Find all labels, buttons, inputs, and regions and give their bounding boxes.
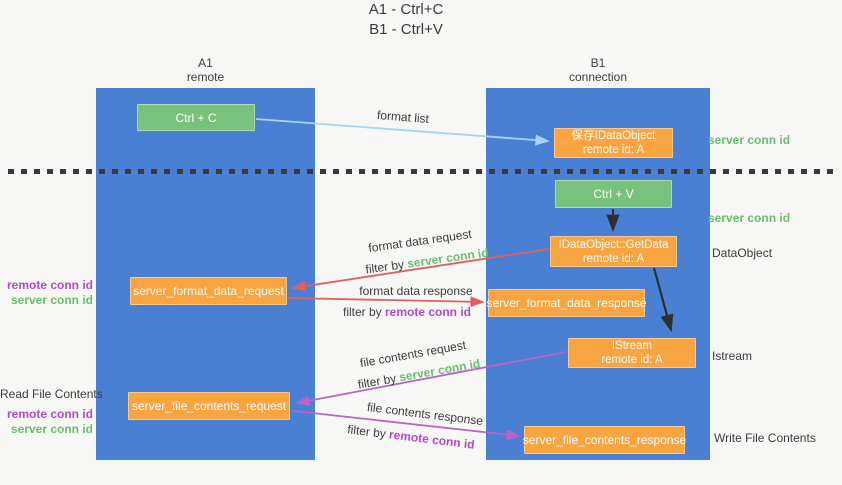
label-format-data-response: format data response — [359, 284, 473, 298]
node-server-format-data-request-label: server_format_data_request — [133, 284, 284, 298]
column-a1-subtitle: remote — [186, 70, 225, 84]
column-b1-subtitle: connection — [568, 70, 628, 84]
filter-by-text: filter by — [364, 256, 409, 277]
diagram-title: A1 - Ctrl+C B1 - Ctrl+V — [0, 0, 812, 40]
column-b1-name: B1 — [590, 56, 606, 70]
node-getdata: IDataObject::GetData remote id: A — [550, 236, 677, 267]
phase-divider-dotted-line — [8, 169, 836, 174]
left-server-conn-id-1: server conn id — [10, 293, 93, 307]
node-server-format-data-request: server_format_data_request — [130, 277, 287, 305]
right-server-conn-id-mid: server conn id — [708, 211, 791, 225]
right-dataobject-label: DataObject — [712, 246, 773, 260]
node-server-format-data-response: server_format_data_response — [486, 289, 647, 317]
node-istream-line1: IStream — [611, 340, 653, 352]
title-line-2: B1 - Ctrl+V — [369, 21, 443, 38]
node-server-file-contents-request-label: server_file_contents_request — [131, 399, 287, 413]
node-server-file-contents-response-label: server_file_contents_response — [522, 433, 687, 447]
remote-conn-id-text: remote conn id — [385, 305, 472, 319]
label-format-list: format list — [376, 107, 430, 127]
column-header-a1: A1 remote — [96, 56, 315, 84]
right-write-file-contents: Write File Contents — [714, 431, 816, 445]
node-save-dataobject: 保存IDataObject remote id: A — [554, 128, 673, 158]
format-data-response-arrow — [287, 296, 485, 308]
left-remote-conn-id-2: remote conn id — [6, 407, 93, 421]
right-server-conn-id-top: server conn id — [708, 133, 791, 147]
node-ctrl-c-label: Ctrl + C — [175, 110, 217, 125]
column-header-b1: B1 connection — [486, 56, 710, 84]
node-ctrl-v-label: Ctrl + V — [593, 187, 634, 201]
label-file-contents-response: file contents response — [366, 399, 484, 429]
left-read-file-contents: Read File Contents — [0, 387, 103, 401]
server-conn-id-text: server conn id — [406, 245, 490, 271]
node-istream: IStream remote id: A — [568, 338, 696, 368]
left-conn-id-labels-file: remote conn id server conn id — [0, 407, 93, 437]
remote-conn-id-text: remote conn id — [388, 427, 476, 452]
label-filter-by-remote-conn-id-1: filter by remote conn id — [343, 305, 471, 319]
left-conn-id-labels-format: remote conn id server conn id — [0, 278, 93, 308]
column-a1-name: A1 — [198, 56, 213, 70]
filter-by-text: filter by — [342, 305, 385, 319]
node-getdata-line2: remote id: A — [582, 252, 645, 265]
node-istream-line2: remote id: A — [601, 354, 663, 366]
node-server-file-contents-request: server_file_contents_request — [128, 392, 290, 420]
label-filter-by-remote-conn-id-2: filter by remote conn id — [347, 422, 476, 451]
right-istream-label: Istream — [712, 349, 753, 363]
node-server-file-contents-response: server_file_contents_response — [522, 426, 687, 454]
node-server-format-data-response-label: server_format_data_response — [486, 296, 647, 310]
node-save-dataobject-line2: remote id: A — [582, 144, 645, 156]
filter-by-text: filter by — [356, 370, 401, 392]
node-save-dataobject-line1: 保存IDataObject — [571, 130, 656, 142]
left-server-conn-id-2: server conn id — [10, 422, 93, 436]
node-ctrl-v: Ctrl + V — [555, 180, 672, 208]
left-remote-conn-id-1: remote conn id — [6, 278, 93, 292]
filter-by-text: filter by — [346, 422, 391, 442]
node-getdata-line1: IDataObject::GetData — [558, 238, 669, 251]
node-ctrl-c: Ctrl + C — [137, 104, 255, 131]
title-line-1: A1 - Ctrl+C — [368, 1, 444, 18]
